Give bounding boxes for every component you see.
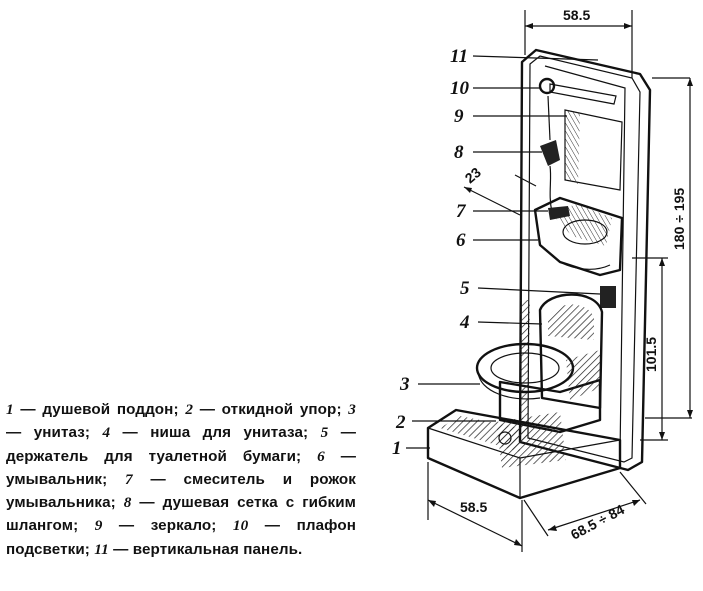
label-11: 11 xyxy=(450,46,468,67)
label-4: 4 xyxy=(459,312,470,333)
mirror xyxy=(564,109,623,191)
label-5: 5 xyxy=(460,278,470,299)
caption-num: 1 xyxy=(6,401,14,418)
caption-text: — зеркало; xyxy=(102,517,233,535)
caption-num: 11 xyxy=(94,540,109,558)
paper-holder xyxy=(600,286,616,308)
toilet xyxy=(475,342,602,434)
part-labels: 11 10 9 8 7 6 5 4 3 2 1 xyxy=(392,46,470,459)
caption-num: 6 xyxy=(317,447,325,465)
dim-total-height: 180 ÷ 195 xyxy=(671,188,687,250)
dim-side-offset: 23 xyxy=(462,164,484,186)
vertical-panel xyxy=(518,48,652,472)
label-2: 2 xyxy=(395,412,406,433)
faucet-mixer xyxy=(548,206,570,220)
caption-text: — откидной упор; xyxy=(193,401,349,418)
label-7: 7 xyxy=(456,201,467,222)
label-10: 10 xyxy=(450,78,470,99)
dim-bottom-width: 58.5 xyxy=(460,499,487,515)
dimension-texts: 58.5 180 ÷ 195 101.5 23 58.5 68.5 ÷ 84 xyxy=(460,7,687,543)
caption-num: 7 xyxy=(125,470,133,488)
caption-num: 2 xyxy=(185,401,194,418)
label-6: 6 xyxy=(456,230,466,251)
caption-text: — вертикальная панель. xyxy=(108,540,303,558)
sink xyxy=(533,196,624,277)
shower-head xyxy=(540,95,560,213)
caption-text: — смеситель и рожок умывальника; xyxy=(6,470,356,512)
caption-text: — держатель для туалетной бумаги; xyxy=(6,424,357,465)
dim-top-width: 58.5 xyxy=(563,7,590,23)
shower-tray xyxy=(426,408,622,500)
dim-depth: 68.5 ÷ 84 xyxy=(568,501,627,543)
caption-text: — душевой поддон; xyxy=(13,401,186,418)
label-8: 8 xyxy=(454,142,464,163)
caption-text: — душевая сетка с гибким шлангом; xyxy=(6,494,357,535)
label-1: 1 xyxy=(392,438,402,459)
caption-num: 8 xyxy=(123,494,132,512)
leader-lines xyxy=(406,55,601,449)
caption-text: — унитаз; xyxy=(6,424,103,442)
label-9: 9 xyxy=(454,106,464,127)
caption: 1 — душевой поддон; 2 — откидной упор; 3… xyxy=(6,398,356,561)
dim-lower-height: 101.5 xyxy=(643,337,659,372)
toilet-niche xyxy=(538,293,604,410)
caption-text: — умывальник; xyxy=(6,447,356,488)
caption-text: — плафон подсветки; xyxy=(6,517,356,558)
label-3: 3 xyxy=(399,374,410,395)
caption-num: 3 xyxy=(348,401,356,418)
caption-num: 5 xyxy=(320,424,329,442)
light-fixture xyxy=(538,77,617,105)
caption-text: — ниша для унитаза; xyxy=(110,424,321,442)
dimension-lines xyxy=(427,10,693,552)
caption-num: 10 xyxy=(232,517,249,535)
caption-num: 9 xyxy=(94,517,103,535)
caption-num: 4 xyxy=(102,424,111,442)
